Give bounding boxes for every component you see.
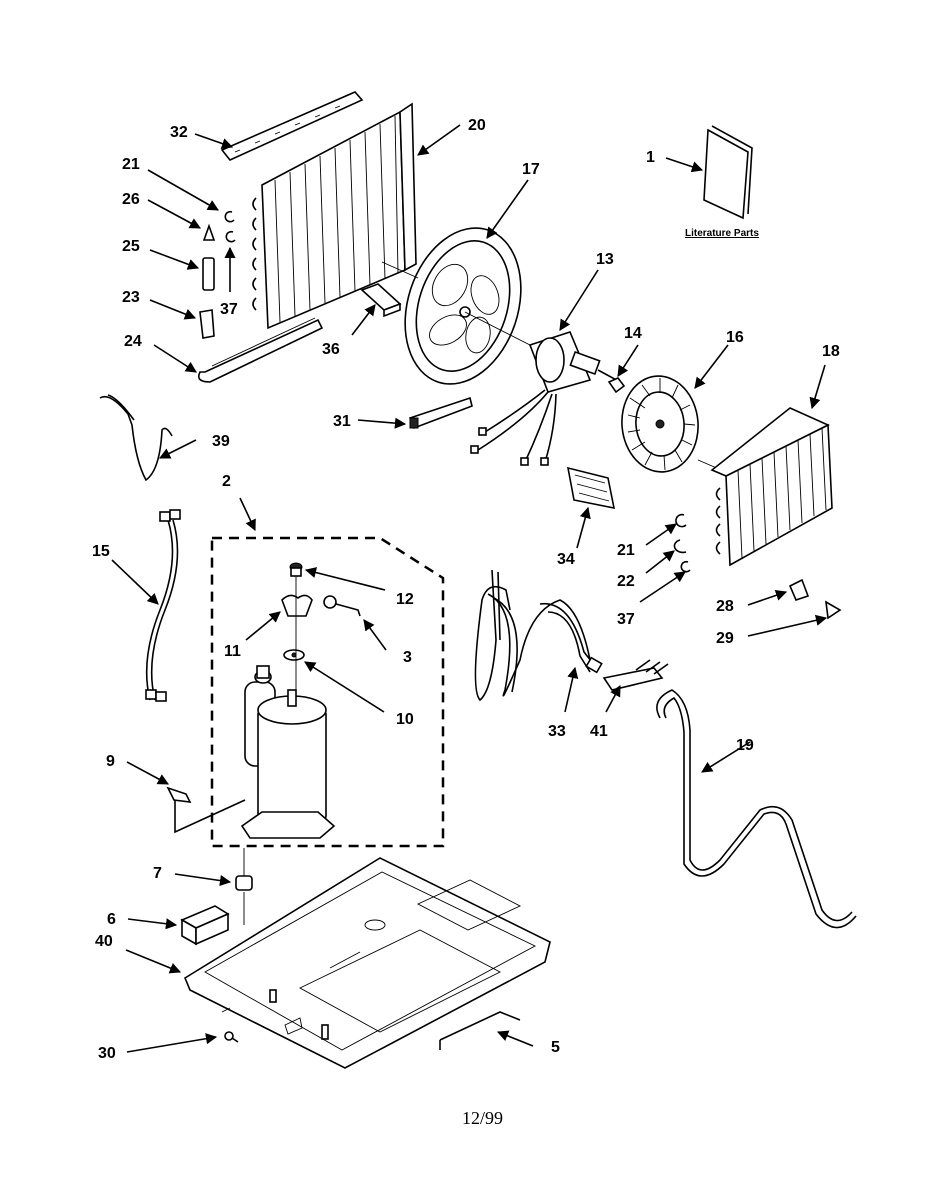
callout-28: 28 [716, 598, 734, 615]
part-24-drain-tube [197, 317, 324, 383]
callout-31: 31 [333, 413, 351, 430]
callout-11: 11 [224, 643, 241, 660]
callout-20: 20 [468, 117, 486, 134]
part-30-screw [224, 1031, 239, 1043]
part-41-connector [602, 659, 669, 691]
callout-5: 5 [551, 1039, 560, 1056]
callout-29: 29 [716, 630, 734, 647]
callout-18: 18 [822, 343, 840, 360]
callout-16: 16 [726, 329, 744, 346]
callout-14: 14 [624, 325, 642, 342]
callout-12: 12 [396, 591, 414, 608]
part-26-cap [202, 223, 216, 241]
part-40-base-pan [183, 857, 551, 1069]
part-33-drain-hose [474, 569, 603, 702]
part-28-clip [788, 578, 810, 601]
part-12-grommet [289, 562, 303, 577]
callout-6: 6 [107, 911, 116, 928]
part-31-bracket [408, 396, 473, 430]
part-34-filter-pad [566, 466, 616, 510]
callout-19: 19 [736, 737, 754, 754]
part-21-clip-top [224, 210, 235, 223]
part-37-clip-top [225, 230, 236, 243]
callout-26: 26 [122, 191, 140, 208]
part-16-blower-wheel [621, 375, 741, 479]
part-20-condenser-coil [252, 102, 417, 330]
part-1-literature [703, 125, 753, 220]
literature-parts-label: Literature Parts [685, 228, 759, 239]
callout-22: 22 [617, 573, 635, 590]
callout-21-right: 21 [617, 542, 635, 559]
date-code: 12/99 [462, 1108, 503, 1128]
part-13-fan-motor [470, 331, 623, 466]
callout-34: 34 [557, 551, 575, 568]
callout-3: 3 [403, 649, 412, 666]
callout-41: 41 [590, 723, 608, 740]
part-14-nut [607, 377, 626, 394]
callout-37-top: 37 [220, 301, 238, 318]
part-23-fitting [199, 309, 215, 339]
callout-10: 10 [396, 711, 414, 728]
part-7-grommet [235, 848, 253, 925]
part-3-overload [323, 595, 361, 617]
part-6-pad [180, 905, 230, 946]
callout-17: 17 [522, 161, 540, 178]
callout-39: 39 [212, 433, 230, 450]
part-5-bracket [439, 1011, 521, 1050]
callout-1: 1 [646, 149, 655, 166]
callout-32: 32 [170, 124, 188, 141]
callout-9: 9 [106, 753, 115, 770]
part-compressor [240, 665, 336, 839]
part-32-strip [220, 91, 364, 161]
part-36-block [360, 283, 402, 318]
callout-40: 40 [95, 933, 113, 950]
callout-33: 33 [548, 723, 566, 740]
part-18-evaporator-coil [710, 407, 833, 567]
callout-36: 36 [322, 341, 340, 358]
callout-37-right: 37 [617, 611, 635, 628]
part-15-wire-harness [145, 509, 181, 702]
part-19-tube [656, 689, 857, 929]
part-22-clip-right [673, 539, 687, 554]
callout-2: 2 [222, 473, 231, 490]
callout-7: 7 [153, 865, 162, 882]
callout-21-top: 21 [122, 156, 140, 173]
part-21-clip-right [675, 513, 687, 528]
callout-labels: 1 2 3 5 6 7 9 10 11 12 13 14 15 16 17 18… [92, 117, 840, 1062]
part-25-tube [202, 257, 215, 291]
part-10-gasket [283, 649, 305, 661]
callout-15: 15 [92, 543, 110, 560]
part-17-fan-shroud [381, 227, 531, 385]
part-2-compressor-assembly-box [210, 536, 445, 848]
callout-24: 24 [124, 333, 142, 350]
leader-lines [111, 124, 828, 1053]
part-29-clip [825, 600, 842, 620]
callout-25: 25 [122, 238, 140, 255]
part-37-clip-right [680, 560, 691, 573]
callout-23: 23 [122, 289, 140, 306]
part-9-terminal [166, 786, 246, 834]
part-39-tube [99, 394, 173, 482]
callout-30: 30 [98, 1045, 116, 1062]
part-11-clip [281, 594, 313, 617]
callout-13: 13 [596, 251, 614, 268]
